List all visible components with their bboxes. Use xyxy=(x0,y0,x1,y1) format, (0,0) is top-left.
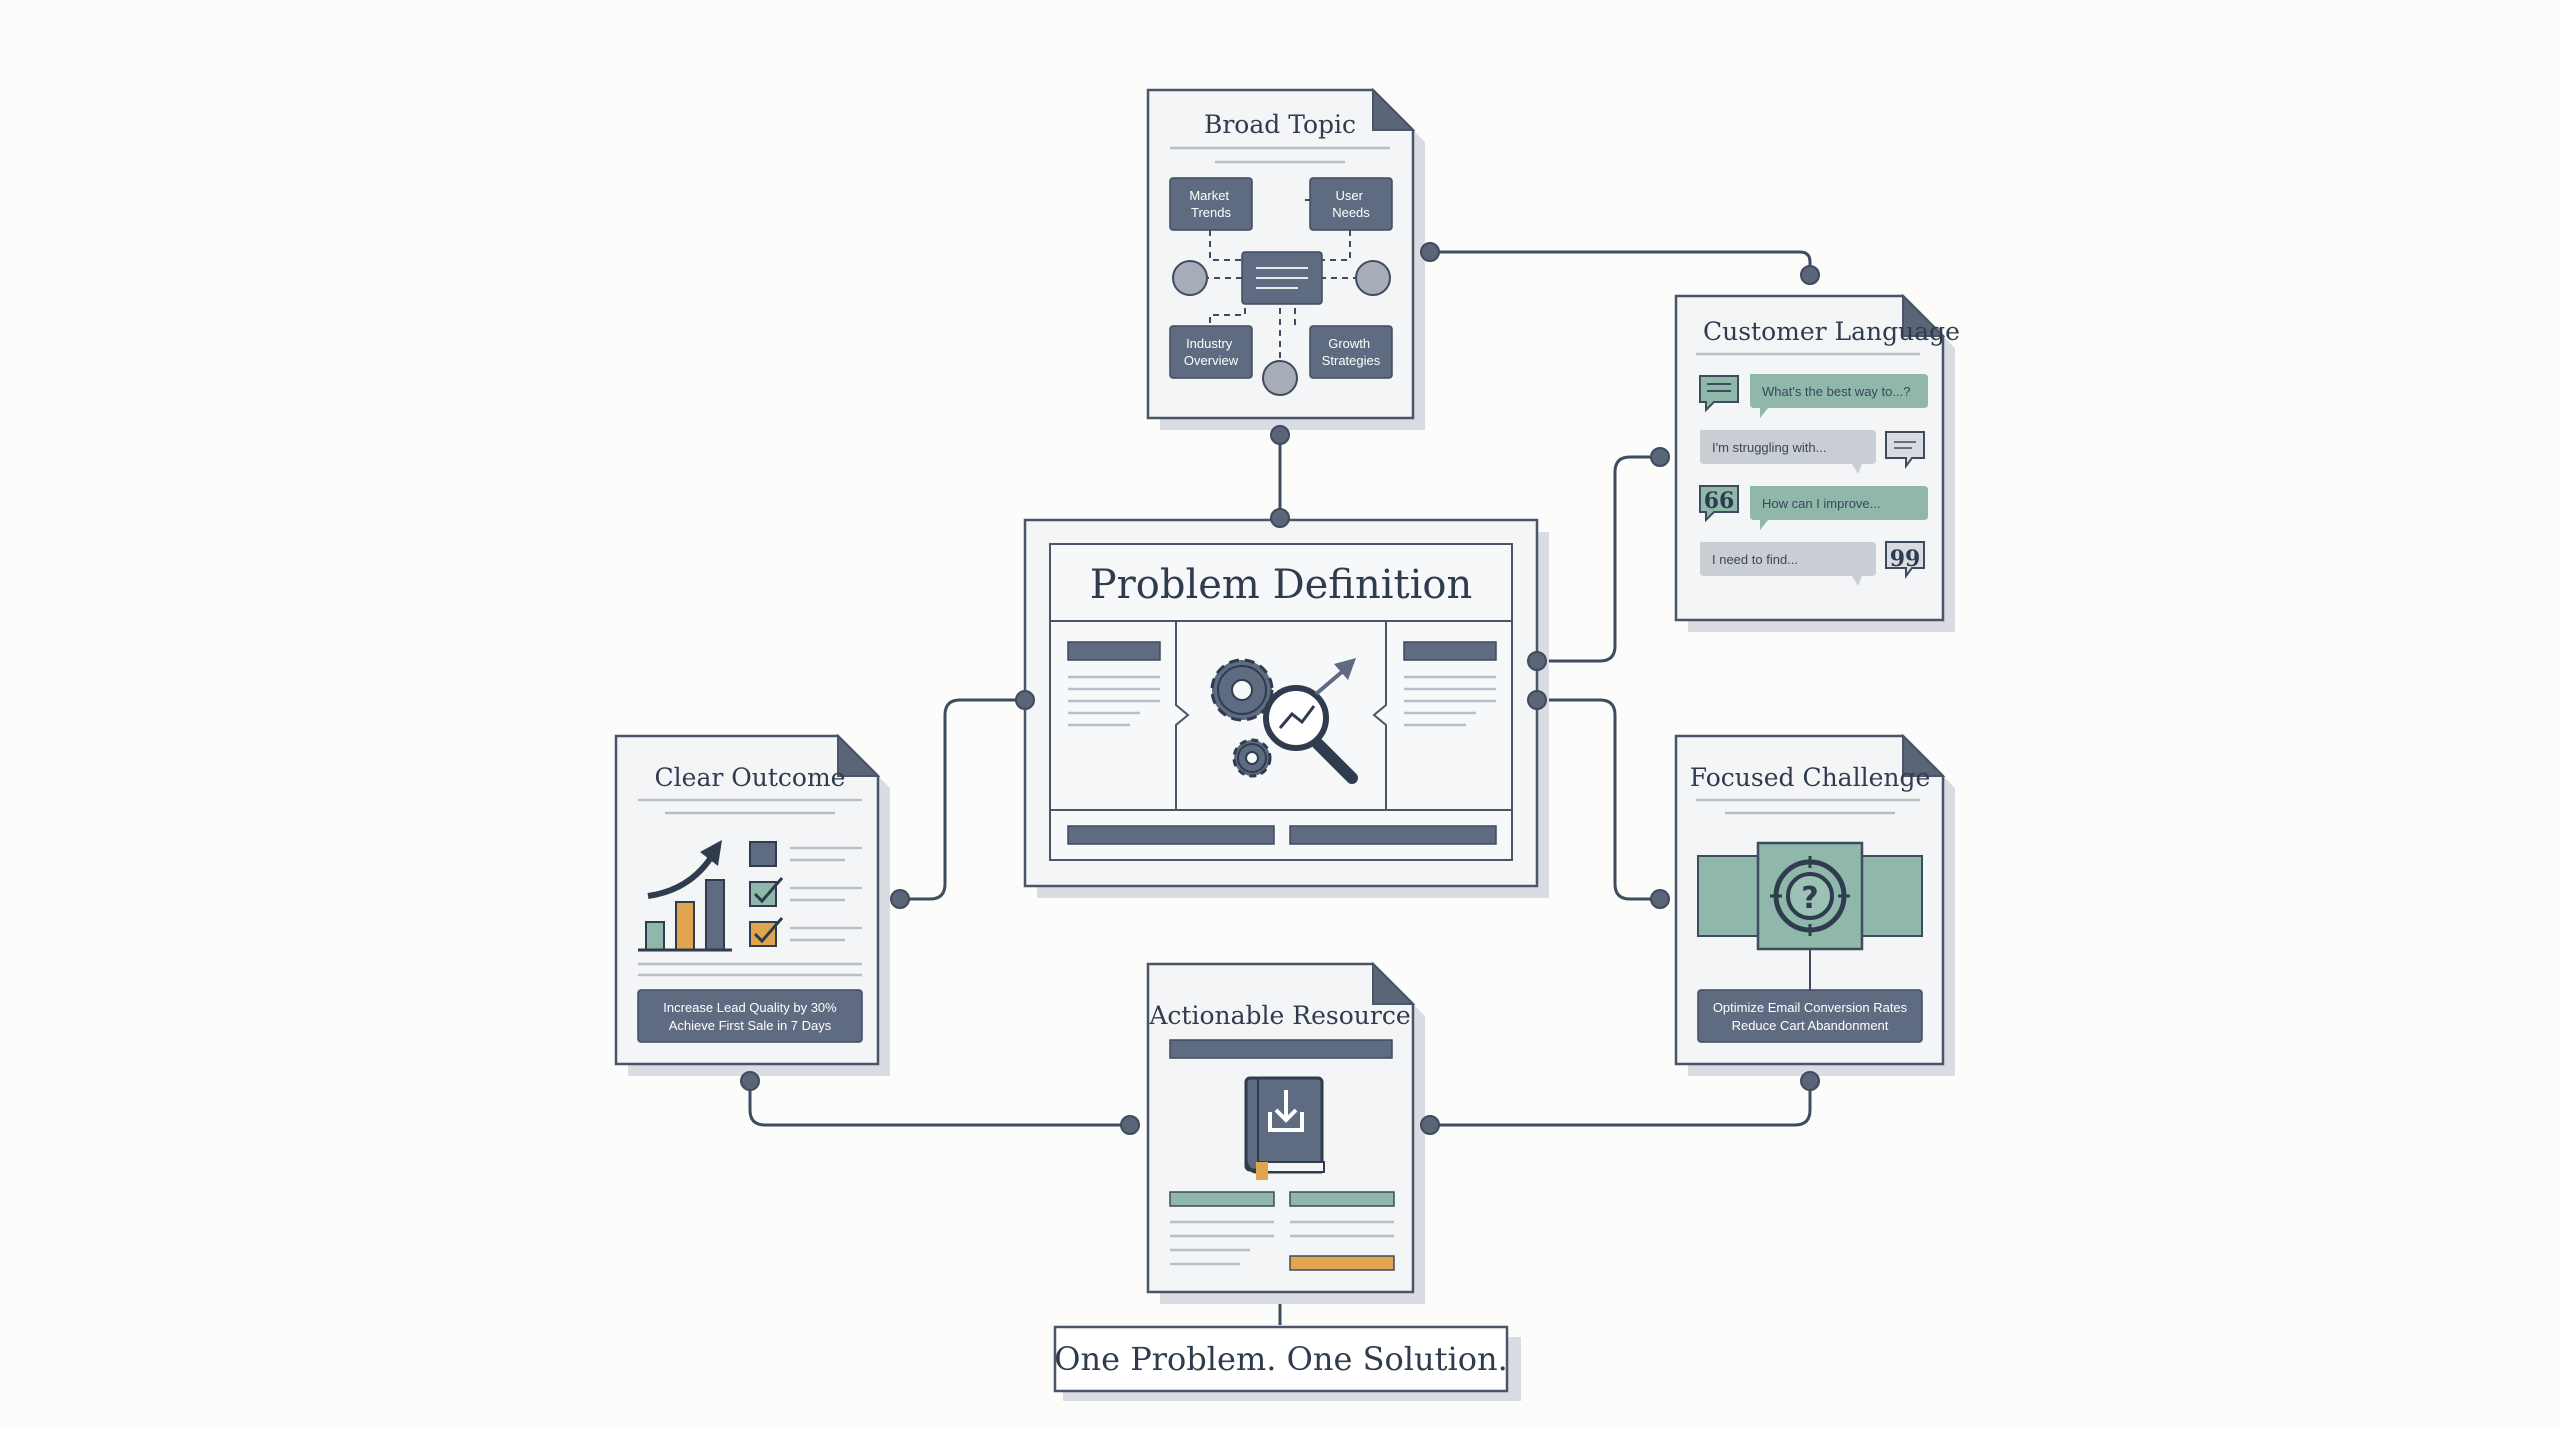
quote-icon: 99 xyxy=(1885,541,1925,579)
node-industry-overview xyxy=(1169,325,1253,379)
bubble-4-text: I need to find... xyxy=(1712,552,1798,567)
broad-topic-card: Broad Topic Market Trends User Needs Ind… xyxy=(1146,87,1425,430)
svg-text:66: 66 xyxy=(1704,488,1735,514)
connector-center-challenge xyxy=(1535,698,1660,901)
bubble-3-text: How can I improve... xyxy=(1762,496,1881,511)
growth-chart-icon xyxy=(638,879,732,952)
tagline-text: One Problem. One Solution. xyxy=(1054,1340,1508,1378)
customer-language-card: Customer Language What's the best way to… xyxy=(1674,293,1960,632)
bubble-2-text: I'm struggling with... xyxy=(1712,440,1826,455)
clear-outcome-card: Clear Outcome Increase L xyxy=(614,733,890,1076)
connector-resource-challenge xyxy=(1430,1081,1812,1127)
challenge-banner xyxy=(1697,989,1923,1043)
book-download-icon xyxy=(1244,1076,1325,1180)
node-circle-right xyxy=(1355,260,1391,296)
gears-icon xyxy=(1210,658,1274,778)
node-market-trends-label: Market Trends xyxy=(1189,188,1232,220)
svg-text:?: ? xyxy=(1801,881,1818,916)
node-growth-strategies-label: Growth Strategies xyxy=(1322,336,1381,368)
chat-bubble-icon xyxy=(1885,431,1925,469)
actionable-resource-card: Actionable Resource xyxy=(1146,961,1425,1304)
clear-outcome-title: Clear Outcome xyxy=(655,763,846,792)
connector-dots xyxy=(740,242,1820,1135)
tagline-box: One Problem. One Solution. xyxy=(1053,1325,1521,1401)
focused-challenge-title: Focused Challenge xyxy=(1690,763,1931,792)
quote-icon: 66 xyxy=(1699,485,1739,523)
bubble-1 xyxy=(1750,374,1928,418)
node-market-trends xyxy=(1169,177,1253,231)
node-user-needs-label: User Needs xyxy=(1332,188,1370,220)
problem-definition-card: Problem Definition xyxy=(1023,518,1549,898)
node-circle-left xyxy=(1172,260,1208,296)
node-industry-overview-label: Industry Overview xyxy=(1184,336,1239,368)
actionable-resource-title: Actionable Resource xyxy=(1148,1001,1410,1030)
connector-outcome-resource xyxy=(748,1081,1130,1127)
connectors xyxy=(748,250,1812,1325)
center-title: Problem Definition xyxy=(1090,562,1473,608)
connector-center-outcome xyxy=(900,698,1025,901)
node-user-needs xyxy=(1309,177,1393,231)
chat-bubble-icon xyxy=(1699,375,1739,413)
growth-arrow-icon xyxy=(647,840,722,899)
svg-text:99: 99 xyxy=(1890,546,1921,572)
connector-topic-language xyxy=(1430,250,1812,275)
challenge-banner-line-1: Optimize Email Conversion Rates xyxy=(1713,1000,1908,1015)
checkbox-icon xyxy=(749,841,784,947)
outcome-banner xyxy=(637,989,863,1043)
customer-language-title: Customer Language xyxy=(1703,317,1960,346)
node-growth-strategies xyxy=(1309,325,1393,379)
bubble-1-text: What's the best way to...? xyxy=(1762,384,1910,399)
magnifier-chart-icon xyxy=(1263,658,1358,784)
bubble-4 xyxy=(1700,542,1876,586)
connector-center-language xyxy=(1535,455,1660,663)
bubble-2 xyxy=(1700,430,1876,474)
focused-challenge-card: Focused Challenge ? Optimize Email Conve… xyxy=(1674,733,1955,1076)
node-circle-bottom xyxy=(1262,360,1298,396)
bubble-3 xyxy=(1750,486,1928,530)
broad-topic-title: Broad Topic xyxy=(1204,110,1356,139)
target-question-icon: ? xyxy=(1770,856,1850,936)
challenge-banner-line-2: Reduce Cart Abandonment xyxy=(1732,1018,1889,1033)
outcome-banner-line-2: Achieve First Sale in 7 Days xyxy=(669,1018,832,1033)
outcome-banner-line-1: Increase Lead Quality by 30% xyxy=(663,1000,837,1015)
